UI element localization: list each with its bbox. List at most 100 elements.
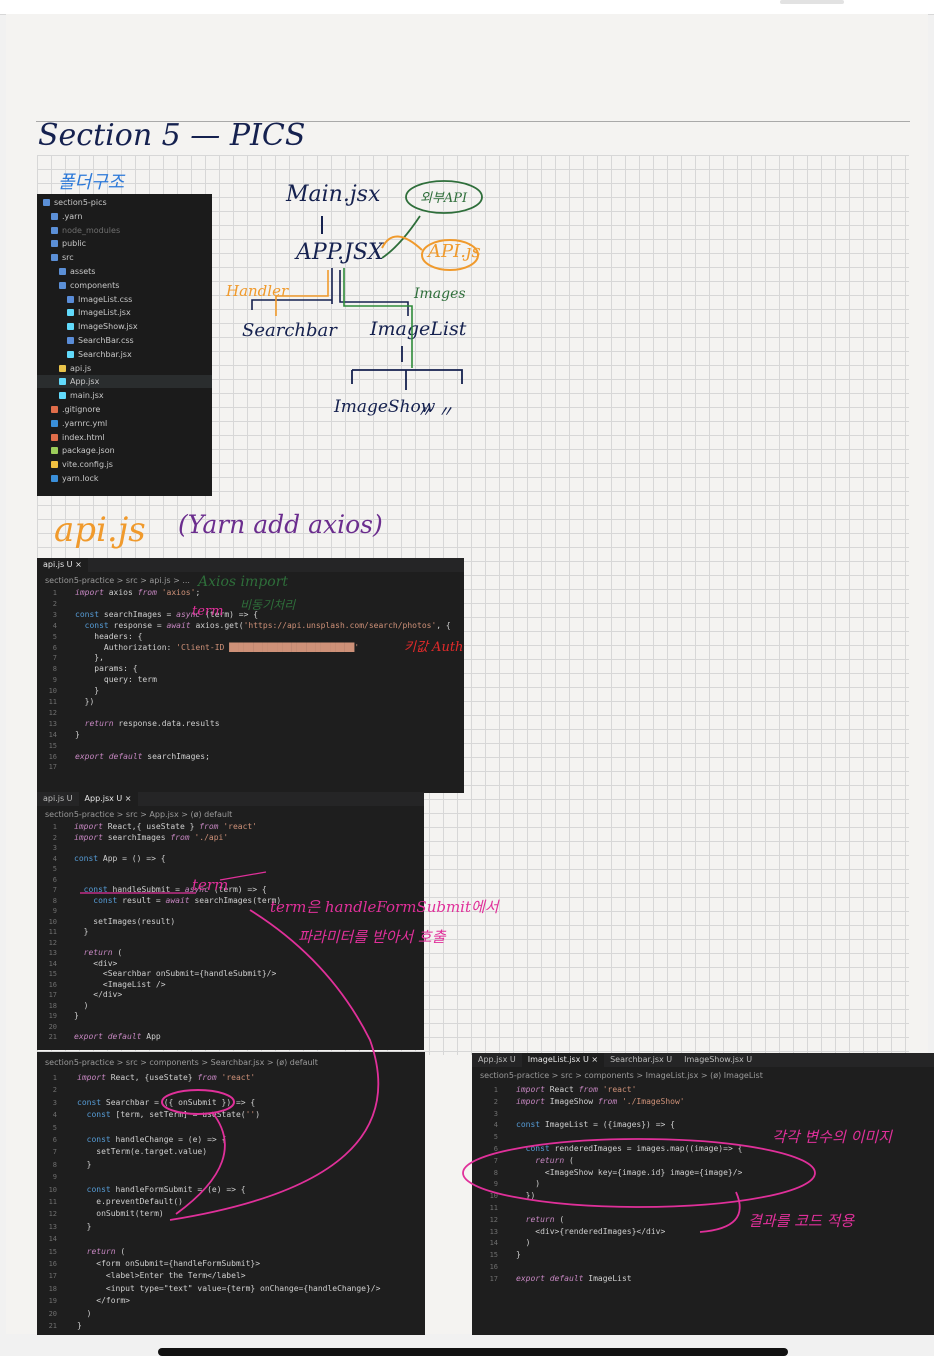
code-line[interactable]: <input type="text" value={term} onChange… [77,1283,381,1293]
code-line[interactable]: Authorization: 'Client-ID ██████████████… [75,642,360,652]
code-line[interactable]: import axios from 'axios'; [75,588,201,597]
folder-icon [59,268,66,275]
line-number: 16 [48,980,57,989]
tree-item[interactable]: public [37,237,86,250]
editor-tab[interactable]: App.jsx U [478,1055,516,1064]
tree-item[interactable]: .yarn [37,210,82,223]
code-line[interactable]: import ImageShow from './ImageShow' [516,1096,685,1106]
code-line[interactable]: } [77,1159,92,1169]
tree-item[interactable]: Searchbar.jsx [37,348,132,361]
code-line[interactable]: }) [75,697,95,706]
code-line[interactable]: }, [75,653,104,663]
code-line[interactable]: return ( [525,1214,565,1224]
editor-tab[interactable]: api.js U × [37,558,88,572]
tree-item[interactable]: api.js [37,362,91,375]
code-line[interactable]: } [77,1321,82,1330]
code-line[interactable]: ) [74,1000,89,1010]
code-line[interactable]: e.preventDefault() [77,1197,183,1206]
code-line[interactable]: } [75,729,80,739]
code-line[interactable]: return ( [535,1155,574,1165]
tree-item[interactable]: App.jsx [37,375,212,389]
code-line[interactable]: }) [516,1191,536,1201]
code-line[interactable]: import React, {useState} from 'react' [77,1073,256,1082]
tree-item[interactable]: assets [37,265,95,278]
code-line[interactable]: <label>Enter the Term</label> [77,1271,246,1281]
code-line[interactable]: const Searchbar = ({ onSubmit }) => { [77,1097,256,1107]
code-line[interactable]: </form> [77,1296,130,1306]
file-icon [59,364,66,372]
tree-item[interactable]: index.html [37,431,105,444]
tree-item[interactable]: package.json [37,444,115,457]
code-line[interactable]: return ( [86,1246,126,1256]
editor-tab[interactable]: ImageShow.jsx U [684,1055,753,1064]
code-line[interactable]: params: { [75,664,138,674]
tree-item[interactable]: components [37,279,119,292]
code-line[interactable]: </div> [74,990,123,999]
editor-tab[interactable]: api.js U [43,794,73,803]
code-line[interactable]: import searchImages from './api' [74,832,229,842]
line-number: 3 [52,1098,57,1107]
code-line[interactable]: return response.data.results [84,718,220,728]
tree-item-label: section5-pics [54,198,107,207]
code-line[interactable]: <form onSubmit={handleFormSubmit}> [77,1259,261,1268]
tree-item[interactable]: src [37,251,74,264]
code-line[interactable]: return ( [83,948,123,957]
code-line[interactable]: headers: { [75,631,143,641]
code-line[interactable]: query: term [75,675,157,685]
tree-item-label: .gitignore [62,405,101,414]
code-line[interactable]: ) [516,1238,531,1248]
code-line[interactable]: const renderedImages = images.map((image… [525,1144,743,1153]
file-icon [51,433,58,441]
tree-item[interactable]: ImageList.css [37,293,132,306]
editor-tab[interactable]: App.jsx U × [78,792,138,806]
tree-item-label: components [70,280,120,290]
tree-item[interactable]: vite.config.js [37,458,113,471]
code-line[interactable]: } [75,686,100,696]
code-line[interactable]: import React,{ useState } from 'react' [74,822,258,831]
code-line[interactable]: setImages(result) [74,916,176,926]
code-line[interactable]: <Searchbar onSubmit={handleSubmit}/> [74,969,277,978]
code-line[interactable]: } [77,1221,92,1231]
code-line[interactable]: <ImageShow key={image.id} image={image}/… [516,1167,743,1177]
code-line[interactable]: const handleChange = (e) => { [86,1135,227,1144]
code-line[interactable]: const [term, setTerm] = useState('') [86,1110,261,1120]
tree-item[interactable]: ImageList.jsx [37,306,131,319]
code-line[interactable]: const ImageList = ({images}) => { [516,1120,675,1130]
tree-item[interactable]: section5-pics [37,196,107,209]
code-line[interactable]: const result = await searchImages(term) [93,895,282,905]
line-number: 11 [48,928,57,936]
code-line[interactable]: const searchImages = async (term) => { [75,609,259,619]
editor-tab[interactable]: ImageList.jsx U × [521,1053,605,1067]
code-line[interactable]: import React from 'react' [516,1085,637,1094]
code-line[interactable]: ) [77,1308,92,1318]
tree-item[interactable]: SearchBar.css [37,334,134,347]
code-line[interactable]: const response = await axios.get('https:… [84,620,451,630]
code-line[interactable]: export default ImageList [516,1273,632,1283]
code-line[interactable]: ) [516,1179,541,1189]
code-line[interactable]: const handleFormSubmit = (e) => { [86,1184,246,1194]
line-number: 15 [48,1247,57,1256]
tree-item[interactable]: yarn.lock [37,472,99,485]
tree-item[interactable]: main.jsx [37,389,104,402]
code-line[interactable]: <ImageList /> [74,979,166,989]
code-line[interactable]: } [516,1250,521,1260]
code-line[interactable]: const handleSubmit = async (term) => { [83,885,267,894]
code-line[interactable]: export default App [74,1032,161,1041]
code-line[interactable]: export default searchImages; [75,751,210,761]
code-line[interactable]: } [74,927,89,936]
top-pill [780,0,844,4]
line-number: 19 [48,1297,57,1306]
tree-item-label: api.js [70,363,92,373]
code-line[interactable]: <div> [74,958,118,968]
line-number: 4 [493,1121,498,1130]
tree-item[interactable]: ImageShow.jsx [37,320,138,333]
code-line[interactable]: <div>{renderedImages}</div> [516,1226,666,1236]
code-line[interactable]: } [74,1011,79,1020]
editor-tab[interactable]: Searchbar.jsx U [610,1055,673,1064]
tree-item[interactable]: .gitignore [37,403,100,416]
code-line[interactable]: setTerm(e.target.value) [77,1147,208,1157]
tree-item[interactable]: .yarnrc.yml [37,417,107,430]
tree-item[interactable]: node_modules [37,224,120,237]
code-line[interactable]: const App = () => { [74,853,166,863]
code-line[interactable]: onSubmit(term) [77,1209,164,1219]
